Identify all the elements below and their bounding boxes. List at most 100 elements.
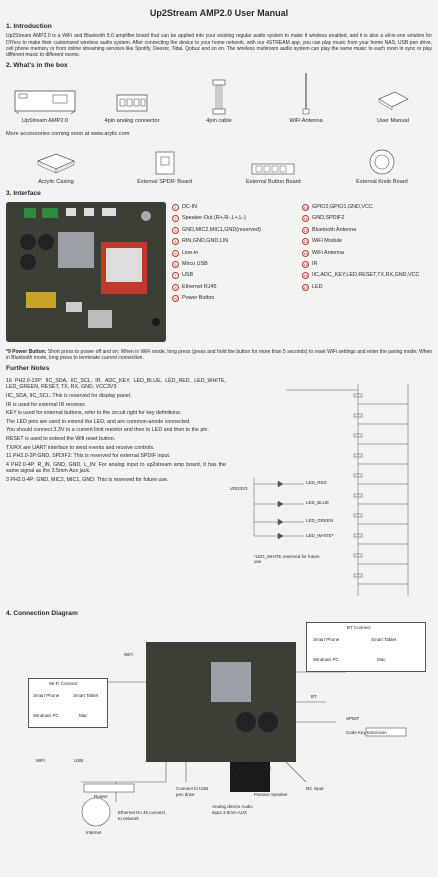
legend-item-label: LED (312, 283, 323, 290)
note-line: The LED pins are used to extend the LED,… (6, 418, 191, 425)
legend-item-label: Ethernet RJ45 (182, 283, 217, 290)
legend-number-badge: 6 (172, 260, 179, 268)
usb-pen-label: Connect to USB pen drive (176, 785, 209, 797)
note-line: TX/RX are UART interface to send events … (6, 444, 155, 451)
legend-item-label: WiFi Antenna (312, 249, 345, 256)
legend-item-label: DC-IN (182, 203, 197, 210)
connection-lines-icon (81, 641, 407, 827)
legend-number-badge: *9 (172, 295, 179, 303)
cable-drawing-icon (212, 79, 226, 115)
power-note: *9 Power Button: Short press to power of… (6, 349, 432, 362)
legend-item-label: RIN,GND,GND,LIN (182, 238, 229, 245)
legend-number-badge: 7 (172, 272, 179, 280)
box-heading: 2. What's in the box (6, 62, 68, 70)
legend-item-label: GND,SPDIF2 (312, 215, 345, 222)
accessories-row: Acrylic Casing External SPDIF Board Exte… (6, 142, 432, 186)
note-line: 3 PH2.0-4P: GND, MIC2, MIC1, GND: This i… (6, 476, 169, 483)
legend-number-badge: 8 (172, 283, 179, 291)
note-line: 16 PH2.0-13P: IIC_SDA, IIC_SCL, IR, ADC_… (6, 377, 226, 391)
circuit-illustration-icon (253, 383, 409, 596)
antenna-drawing-icon (302, 72, 310, 115)
analog-device-label: Analog device Audio input 3.5mm AUX (212, 803, 253, 815)
interface-heading: 3. Interface (6, 189, 41, 197)
led-white-label: LED_WHITE* (306, 532, 334, 538)
legend-number-badge: 4 (172, 238, 179, 246)
wifi-mac-label: Mac (79, 712, 88, 718)
wifi-connect-label: Wi-Fi Connect (49, 680, 78, 686)
internet-label: Internet (86, 829, 102, 835)
wifi-smart-phone-label: Smart Phone (33, 692, 60, 698)
legend-item-label: Power Button (182, 295, 215, 302)
legend-number-badge: 13 (302, 238, 309, 246)
legend-number-badge: 15 (302, 260, 309, 268)
box-items-row: UpStream AMP2.0 4pin analog connector 4p… (6, 72, 432, 125)
box-item-antenna: WiFi Antenna (267, 71, 345, 125)
accessory-label: Acrylic Casing (38, 178, 74, 185)
note-line: KEY is used for external buttons, refer … (6, 410, 182, 417)
button-board-drawing-icon (251, 163, 295, 175)
bt-smart-phone-label: Smart Phone (313, 636, 340, 642)
board-illustration-icon (6, 201, 166, 342)
legend-item-label: IIC,ADC_KEY,LED,RESET,TX,RX,GND,VCC (312, 272, 420, 279)
box-item-board: UpStream AMP2.0 (6, 89, 84, 125)
legend-number-badge: 3 (172, 226, 179, 234)
led-green-label: LED_GREEN (306, 517, 334, 523)
box-item-cable: 4pin cable (180, 79, 258, 125)
box-item-label: User Manual (377, 117, 409, 124)
bt-connect-box: BT Connect Smart Phone Smart Tablet Wind… (306, 621, 426, 672)
board-photo (6, 201, 166, 342)
legend-number-badge: 10 (302, 203, 309, 211)
ethernet-label: Ethernet RJ 45 connect to network (118, 809, 166, 821)
wifi-connect-box: Wi-Fi Connect Smart Phone Smart Tablet W… (28, 677, 108, 728)
more-accessories-text: More accessories coming soon at www.aryl… (6, 130, 130, 137)
accessory-spdif: External SPDIF Board (115, 150, 215, 186)
bt-mac-label: Mac (377, 656, 386, 662)
legend-item-label: GPIO2,GPIO1,GND,VCC (312, 203, 373, 210)
legend-number-badge: 16 (302, 272, 309, 280)
legend-item-label: Line-in (182, 249, 199, 256)
wifi-side-label: WiFi (36, 757, 45, 763)
bt-connect-label: BT Connect (347, 624, 371, 630)
interface-legend-item (302, 295, 432, 306)
led-blue-label: LED_BLUE (306, 499, 330, 505)
legend-item-label: Speaker-Out (R+,R-,L+,L-) (182, 215, 246, 222)
power-note-text: Short press to power off and on; When in… (6, 348, 433, 362)
legend-item-label: USB (182, 272, 194, 279)
vdd-label: VDD3V3 (230, 485, 248, 491)
accessory-casing: Acrylic Casing (6, 152, 106, 186)
router-label: Router (94, 793, 108, 799)
knob-board-drawing-icon (369, 149, 395, 175)
right-label: right (262, 765, 271, 771)
usb-label: USB (74, 757, 84, 763)
box-item-label: 4pin cable (206, 117, 232, 124)
manual-drawing-icon (378, 91, 409, 111)
legend-number-badge: 5 (172, 249, 179, 257)
spdif-label: SPDIF (346, 715, 360, 721)
legend-item-label: IR (312, 260, 318, 267)
code-key-label: Code Key Extension (346, 729, 387, 735)
note-line: 11 PH2.0-2P:GND, SPDIF2: This is reserve… (6, 453, 171, 460)
accessory-label: External SPDIF Board (137, 178, 193, 185)
legend-number-badge: 12 (302, 226, 309, 234)
note-line: IR is used for external IR receiver. (6, 401, 86, 408)
casing-drawing-icon (37, 153, 75, 174)
legend-item-label: GND,MIC2,MIC1,GND(reserved) (182, 226, 261, 233)
accessory-button: External Button Board (223, 162, 323, 186)
note-line: RESET is used to extend the Wifi reset b… (6, 435, 116, 442)
